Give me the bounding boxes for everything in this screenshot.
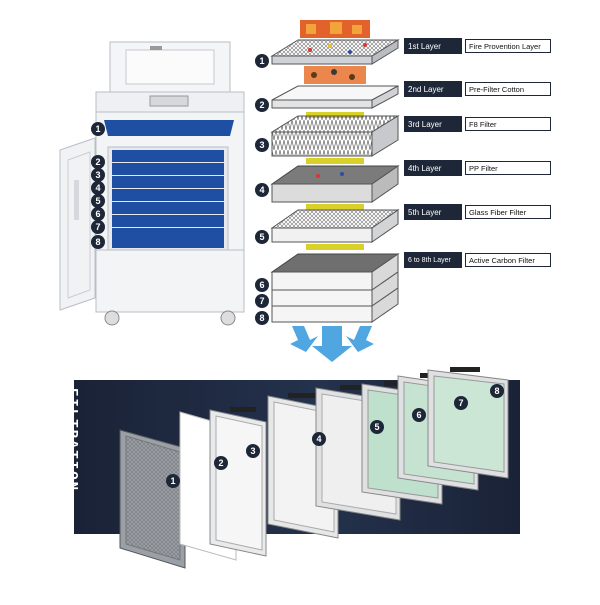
layer-desc: PP Filter — [465, 161, 551, 175]
panel-badge-2: 2 — [214, 456, 228, 470]
layer-label-2: 2nd Layer Pre-Filter Cotton — [404, 81, 551, 97]
cabinet — [59, 41, 245, 326]
layer-label-4: 4th Layer PP Filter — [404, 160, 551, 176]
stack-badge-6: 6 — [255, 278, 269, 292]
banner-title: FILTRATION PURIFICATION — [40, 388, 130, 518]
layer-desc: Pre-Filter Cotton — [465, 82, 551, 96]
layer-desc: Glass Fiber Filter — [465, 205, 551, 219]
banner-title-line2: PURIFICATION — [46, 388, 62, 513]
cabinet-badge-3: 3 — [91, 168, 105, 182]
filter-panels — [119, 367, 509, 569]
stack-badge-8: 8 — [255, 311, 269, 325]
layer-name: 5th Layer — [404, 204, 462, 220]
layer-name: 1st Layer — [404, 38, 462, 54]
layer-name: 6 to 8th Layer — [404, 252, 462, 268]
cabinet-badge-2: 2 — [91, 155, 105, 169]
filter-stack — [270, 20, 400, 323]
stack-badge-1: 1 — [255, 54, 269, 68]
cabinet-badge-1: 1 — [91, 122, 105, 136]
panel-badge-4: 4 — [312, 432, 326, 446]
stack-badge-7: 7 — [255, 294, 269, 308]
layer-desc: Fire Provention Layer — [465, 39, 551, 53]
stack-badge-3: 3 — [255, 138, 269, 152]
layer-desc: Active Carbon Filter — [465, 253, 551, 267]
panel-badge-6: 6 — [412, 408, 426, 422]
stack-badge-2: 2 — [255, 98, 269, 112]
stack-badge-5: 5 — [255, 230, 269, 244]
panel-badge-1: 1 — [166, 474, 180, 488]
panel-badge-8: 8 — [490, 384, 504, 398]
layer-name: 2nd Layer — [404, 81, 462, 97]
cabinet-badge-7: 7 — [91, 220, 105, 234]
cabinet-badge-5: 5 — [91, 194, 105, 208]
airflow-arrows — [290, 326, 374, 362]
panel-badge-7: 7 — [454, 396, 468, 410]
layer-name: 3rd Layer — [404, 116, 462, 132]
layer-label-1: 1st Layer Fire Provention Layer — [404, 38, 551, 54]
layer-label-6-8: 6 to 8th Layer Active Carbon Filter — [404, 252, 551, 268]
cabinet-badge-4: 4 — [91, 181, 105, 195]
cabinet-badge-8: 8 — [91, 235, 105, 249]
stack-badge-4: 4 — [255, 183, 269, 197]
layer-label-5: 5th Layer Glass Fiber Filter — [404, 204, 551, 220]
cabinet-filter-trays — [112, 150, 224, 248]
layer-desc: F8 Filter — [465, 117, 551, 131]
layer-label-3: 3rd Layer F8 Filter — [404, 116, 551, 132]
layer-name: 4th Layer — [404, 160, 462, 176]
panel-badge-3: 3 — [246, 444, 260, 458]
cabinet-badge-6: 6 — [91, 207, 105, 221]
panel-badge-5: 5 — [370, 420, 384, 434]
banner-title-line1: FILTRATION — [64, 388, 80, 493]
